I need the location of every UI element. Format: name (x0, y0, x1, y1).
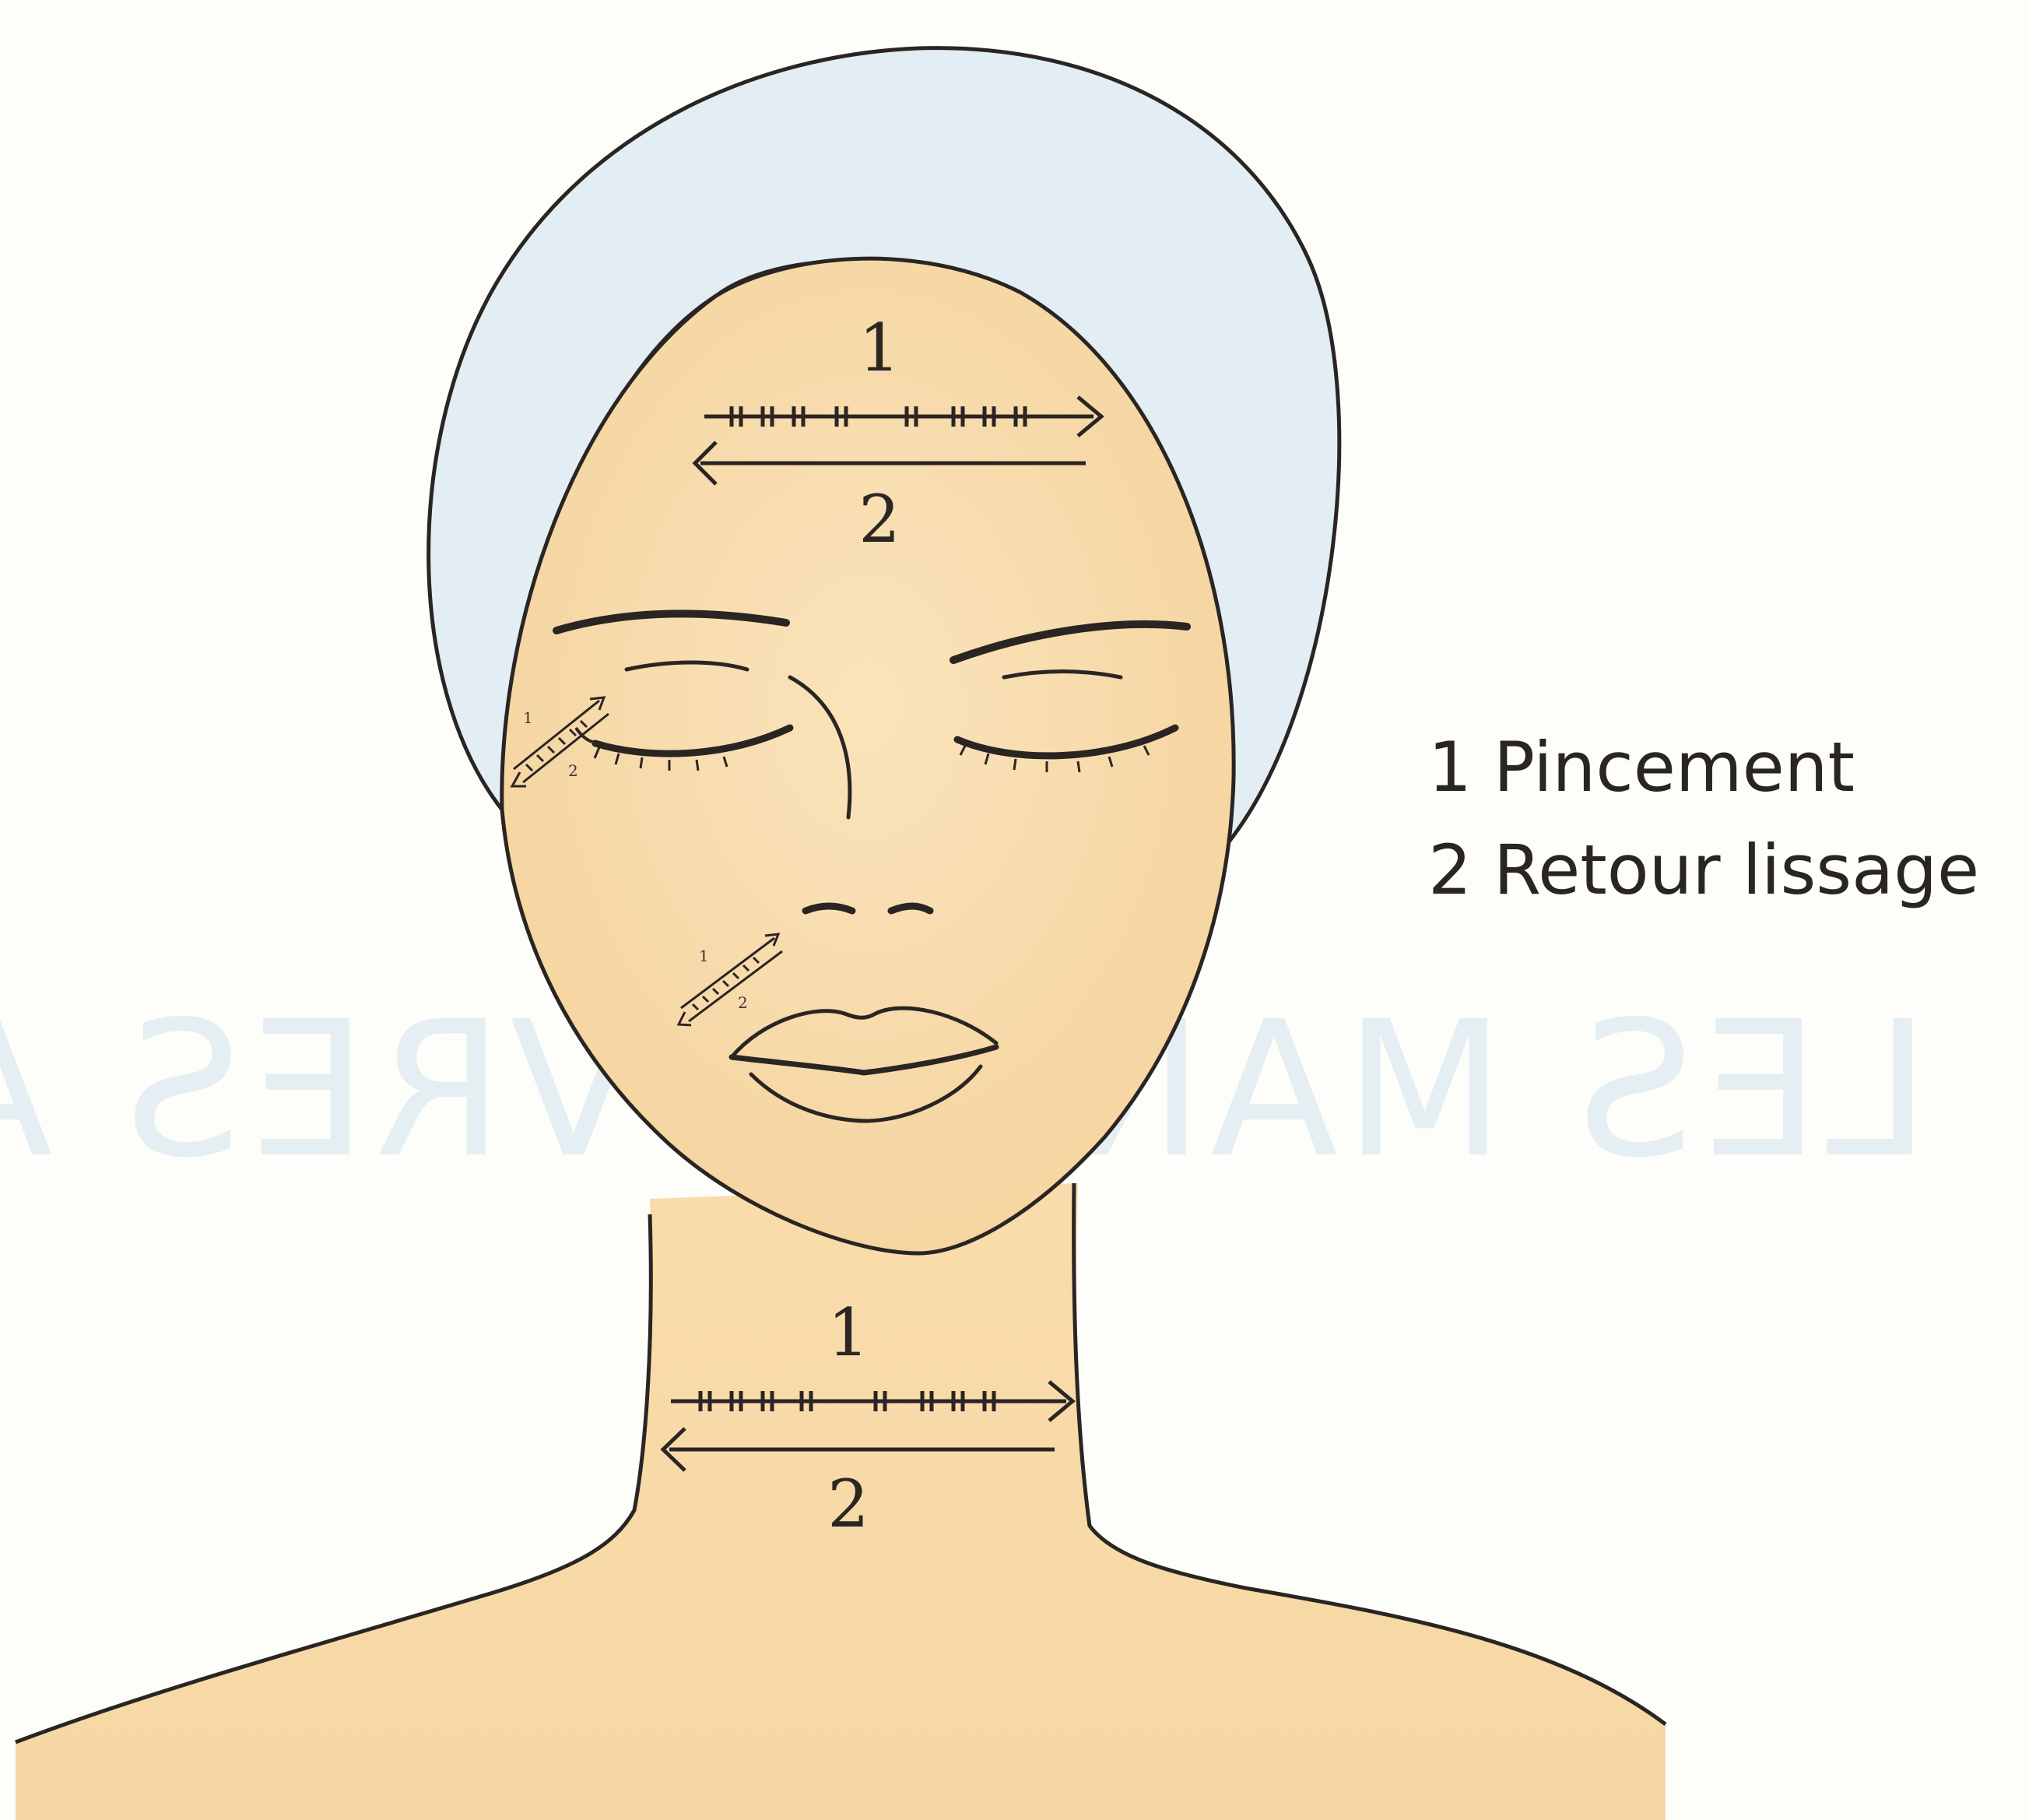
face-outline (502, 258, 1234, 1253)
eye-label-2: 2 (568, 763, 578, 778)
nasolabial-label-1: 1 (699, 948, 709, 964)
legend-item-pincement: 1 Pincement (1428, 716, 1979, 819)
neck-label-2: 2 (827, 1471, 869, 1537)
eye-label-1: 1 (523, 710, 533, 726)
forehead-label-1: 1 (858, 315, 900, 381)
forehead-label-2: 2 (858, 487, 900, 552)
legend-item-retour-lissage: 2 Retour lissage (1428, 819, 1979, 922)
nasolabial-label-2: 2 (738, 995, 748, 1010)
neck-label-1: 1 (827, 1300, 869, 1365)
legend: 1 Pincement 2 Retour lissage (1428, 716, 1979, 922)
